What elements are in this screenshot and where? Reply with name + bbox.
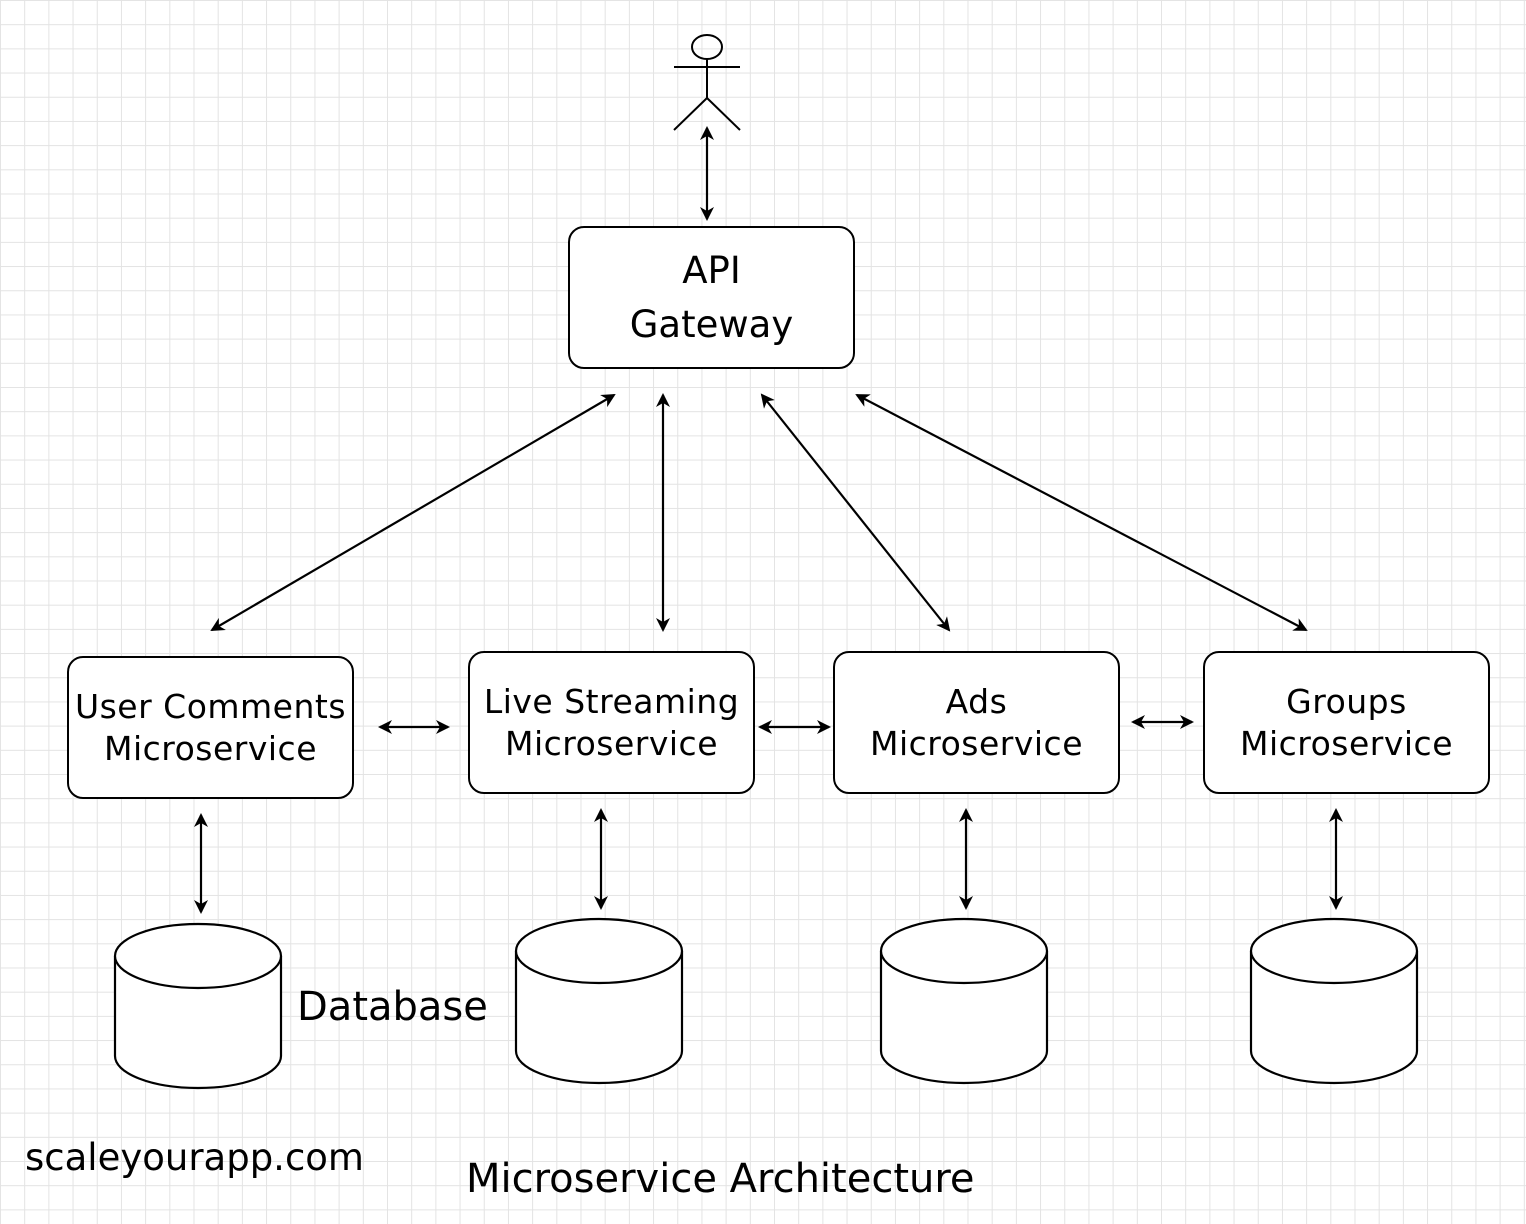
gateway-groups-arrow: [855, 394, 1308, 631]
live-streaming-database-icon: [514, 917, 684, 1085]
ads-database-icon: [879, 917, 1049, 1085]
service-label-line2: Microservice: [103, 728, 318, 768]
groups-service-box[interactable]: Groups Microservice: [1203, 651, 1490, 794]
brand-watermark: scaleyourapp.com: [25, 1136, 364, 1179]
api-gateway-label-line2: Gateway: [629, 302, 794, 346]
api-gateway-box[interactable]: API Gateway: [568, 226, 855, 369]
gateway-ads-arrow: [760, 393, 951, 632]
database-label: Database: [297, 984, 488, 1030]
user-comments-service-box[interactable]: User Comments Microservice: [67, 656, 354, 799]
gateway-user-comments-arrow: [210, 393, 616, 632]
ads-service-box[interactable]: Ads Microservice: [833, 651, 1120, 794]
user-icon: [673, 34, 741, 131]
live-streaming-service-box[interactable]: Live Streaming Microservice: [468, 651, 755, 794]
service-label-line2: Microservice: [1239, 723, 1454, 763]
groups-database-icon: [1249, 917, 1419, 1085]
service-label-line2: Microservice: [504, 723, 719, 763]
service-label-line1: Live Streaming: [483, 682, 740, 722]
api-gateway-label-line1: API: [682, 248, 741, 292]
service-label-line1: Ads: [945, 682, 1008, 722]
service-label-line1: Groups: [1286, 682, 1407, 722]
service-label-line1: User Comments: [74, 687, 347, 727]
user-comments-database-icon: [113, 922, 283, 1090]
service-label-line2: Microservice: [869, 723, 1084, 763]
diagram-caption: Microservice Architecture: [466, 1156, 975, 1202]
